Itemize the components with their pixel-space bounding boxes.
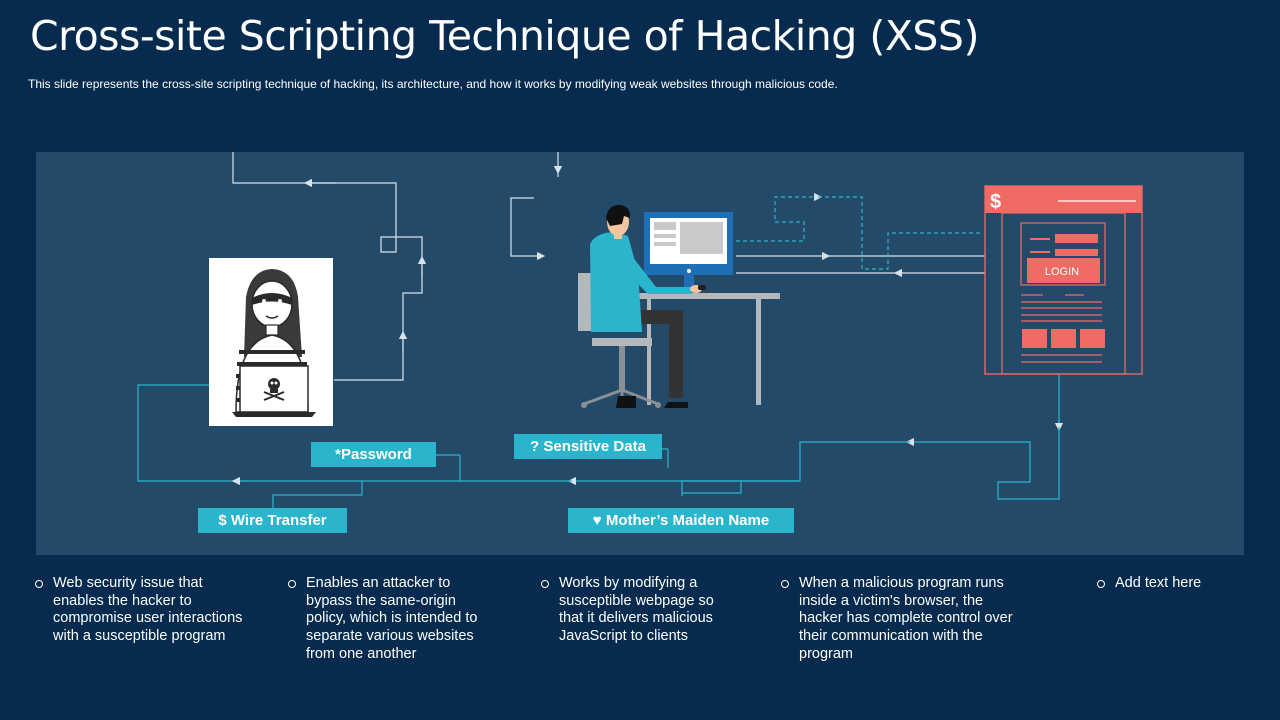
bullet-item: Works by modifying a susceptible webpage… (541, 575, 729, 646)
bullet-text: Web security issue that enables the hack… (53, 575, 243, 645)
hacker-connectors (232, 152, 427, 381)
login-button-label: LOGIN (1045, 266, 1079, 278)
server-connectors (736, 251, 985, 278)
hacker-illustration (209, 258, 333, 426)
bullet-list: Web security issue that enables the hack… (0, 575, 1280, 675)
slide-title: Cross-site Scripting Technique of Hackin… (30, 12, 979, 60)
diagram-panel: $ LOGIN *Password ? Sensitive Data $ Wir… (36, 152, 1244, 555)
bullet-item: Web security issue that enables the hack… (35, 575, 253, 646)
wire-transfer-label: $ Wire Transfer (198, 508, 347, 533)
bullet-circle-icon (1097, 580, 1105, 588)
bullet-text: Works by modifying a susceptible webpage… (559, 575, 714, 645)
user-connectors (510, 152, 563, 261)
bullet-circle-icon (541, 580, 549, 588)
bullet-circle-icon (35, 580, 43, 588)
vulnerable-webpage: $ LOGIN (984, 185, 1143, 375)
sensitive-data-label: ? Sensitive Data (514, 434, 662, 459)
bullet-item: Enables an attacker to bypass the same-o… (288, 575, 491, 664)
user-at-computer (578, 204, 780, 408)
webpage-dollar-sign: $ (990, 191, 1001, 213)
bullet-text: Enables an attacker to bypass the same-o… (306, 575, 478, 662)
bullet-circle-icon (288, 580, 296, 588)
bullet-item: Add text here (1097, 575, 1255, 593)
bullet-text: Add text here (1115, 575, 1202, 591)
dashed-connectors (736, 192, 980, 270)
bullet-item: When a malicious program runs inside a v… (781, 575, 1014, 664)
slide-subtitle: This slide represents the cross-site scr… (28, 77, 838, 91)
bullet-text: When a malicious program runs inside a v… (799, 575, 1013, 662)
maiden-name-label: ♥ Mother’s Maiden Name (568, 508, 794, 533)
password-label: *Password (311, 442, 436, 467)
xss-diagram: $ LOGIN (137, 152, 1143, 510)
bullet-circle-icon (781, 580, 789, 588)
